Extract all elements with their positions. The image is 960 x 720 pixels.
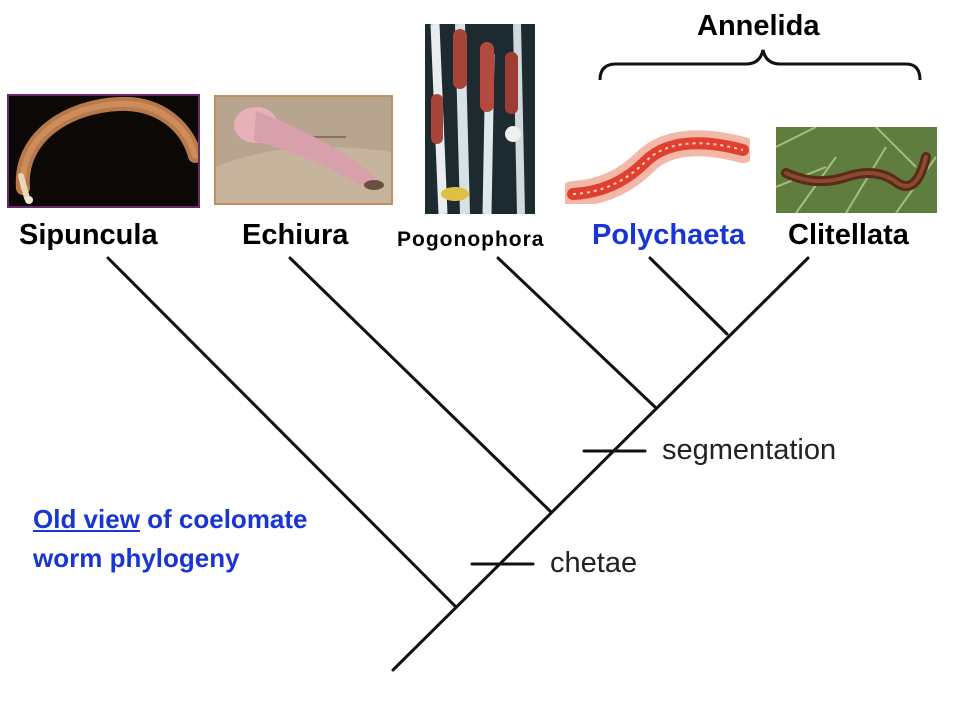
old-view-link[interactable]: Old view xyxy=(33,504,140,534)
pogonophora-branch xyxy=(496,256,657,409)
chetae-label: chetae xyxy=(550,547,638,579)
echiura-branch xyxy=(288,256,553,514)
annelida-label: Annelida xyxy=(697,10,820,42)
polychaeta-branch xyxy=(648,256,729,336)
taxon-label-sipuncula: Sipuncula xyxy=(19,219,158,251)
clitellata-photo xyxy=(776,127,937,213)
trunk-branch xyxy=(391,256,810,672)
sipuncula-branch xyxy=(106,256,458,609)
pogonophora-photo xyxy=(425,24,535,214)
taxon-label-echiura: Echiura xyxy=(242,219,349,251)
echiura-photo xyxy=(214,95,393,205)
caption-rest: of coelomate worm phylogeny xyxy=(33,504,308,573)
taxon-label-polychaeta: Polychaeta xyxy=(592,219,746,251)
segmentation-label: segmentation xyxy=(662,434,837,466)
diagram-caption: Old view of coelomate worm phylogeny xyxy=(33,500,333,578)
annelida-brace xyxy=(598,49,922,81)
polychaeta-photo xyxy=(565,122,750,204)
taxon-label-clitellata: Clitellata xyxy=(788,219,909,251)
sipuncula-photo xyxy=(7,94,200,208)
taxon-label-pogonophora: Pogonophora xyxy=(397,228,545,251)
